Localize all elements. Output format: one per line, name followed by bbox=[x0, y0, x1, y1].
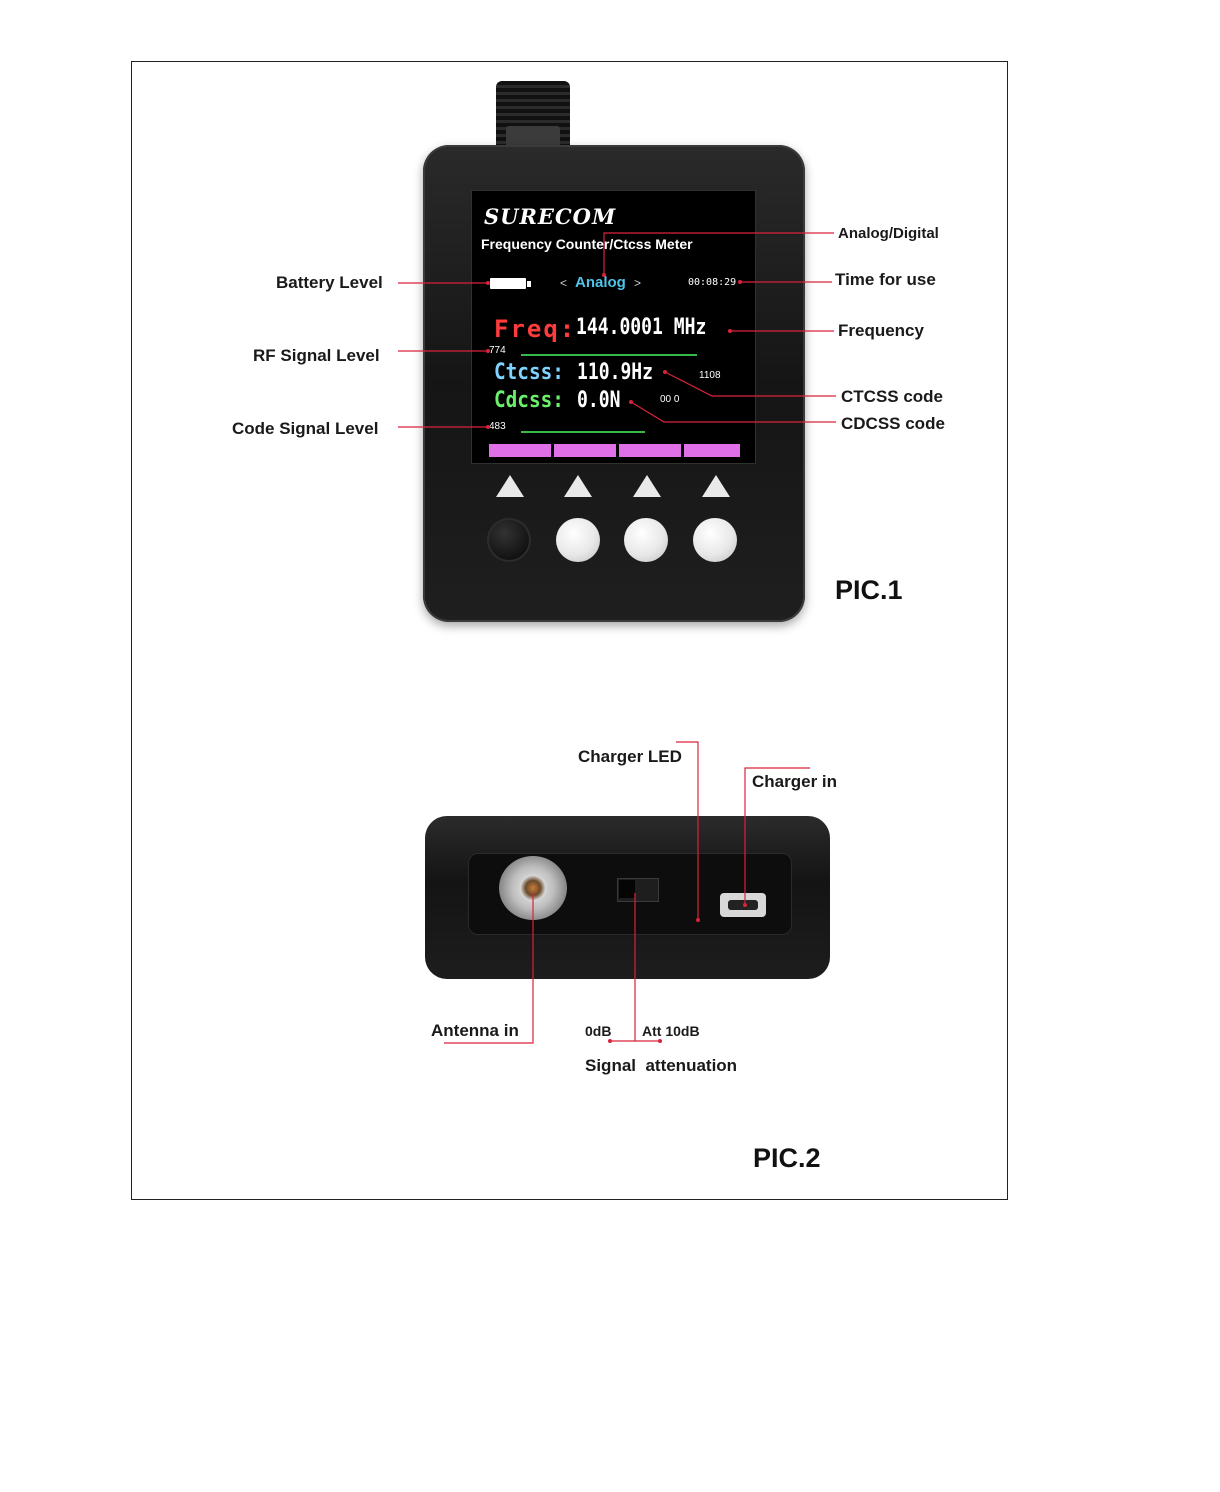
switch-knob bbox=[619, 880, 635, 898]
label-charger-in: Charger in bbox=[752, 772, 838, 791]
mode-value: Analog bbox=[575, 274, 626, 291]
softkey-button-2 bbox=[556, 518, 600, 562]
usb-port-opening bbox=[728, 900, 758, 910]
code-level-bar bbox=[521, 431, 645, 433]
up-arrow-icon-3 bbox=[633, 475, 661, 497]
label-charger-led: Charger LED bbox=[578, 747, 682, 766]
softkey-button-4 bbox=[693, 518, 737, 562]
bnc-pin bbox=[518, 873, 548, 903]
brand-logo: SURECOM bbox=[484, 204, 617, 229]
battery-icon bbox=[490, 278, 526, 289]
caption-pic2: PIC.2 bbox=[753, 1143, 821, 1173]
softkey-label-2 bbox=[554, 444, 616, 457]
label-time-for-use: Time for use bbox=[835, 270, 936, 289]
label-analog-digital: Analog/Digital bbox=[838, 225, 939, 242]
label-signal-attenuation: Signal attenuation bbox=[585, 1056, 738, 1075]
rf-level-bar bbox=[521, 354, 697, 356]
rf-level-value: 774 bbox=[489, 345, 506, 356]
label-antenna-in: Antenna in bbox=[431, 1021, 519, 1040]
freq-label: Freq: bbox=[494, 315, 577, 343]
cdcss-value: 0.0N bbox=[577, 388, 621, 413]
mode-arrow-left: < bbox=[560, 276, 568, 290]
label-cdcss-code: CDCSS code bbox=[841, 414, 945, 433]
code-level-value: 483 bbox=[489, 421, 506, 432]
label-0db: 0dB bbox=[585, 1023, 612, 1039]
caption-pic1: PIC.1 bbox=[835, 575, 903, 605]
cdcss-label: Cdcss: bbox=[494, 388, 564, 413]
ctcss-label: Ctcss: bbox=[494, 360, 564, 385]
up-arrow-icon-1 bbox=[496, 475, 524, 497]
label-rf-signal-level: RF Signal Level bbox=[253, 346, 380, 365]
label-ctcss-code: CTCSS code bbox=[841, 387, 944, 406]
up-arrow-icon-2 bbox=[564, 475, 592, 497]
ctcss-number: 1108 bbox=[699, 370, 721, 381]
label-code-signal-level: Code Signal Level bbox=[232, 419, 379, 438]
freq-value: 144.0001 MHz bbox=[576, 315, 707, 340]
label-att-10db: Att 10dB bbox=[642, 1023, 700, 1039]
mode-arrow-right: > bbox=[634, 276, 642, 290]
power-button bbox=[487, 518, 531, 562]
softkey-label-1 bbox=[489, 444, 551, 457]
label-frequency: Frequency bbox=[838, 321, 924, 340]
softkey-label-3 bbox=[619, 444, 681, 457]
antenna-collar bbox=[506, 126, 560, 148]
ctcss-value: 110.9Hz bbox=[577, 360, 654, 385]
label-battery-level: Battery Level bbox=[276, 273, 383, 292]
cdcss-number: 00 0 bbox=[660, 394, 680, 405]
softkey-label-4 bbox=[684, 444, 740, 457]
softkey-button-3 bbox=[624, 518, 668, 562]
battery-tip bbox=[527, 281, 531, 287]
timer-value: 00:08:29 bbox=[688, 277, 737, 288]
screen-subtitle: Frequency Counter/Ctcss Meter bbox=[481, 236, 693, 252]
up-arrow-icon-4 bbox=[702, 475, 730, 497]
